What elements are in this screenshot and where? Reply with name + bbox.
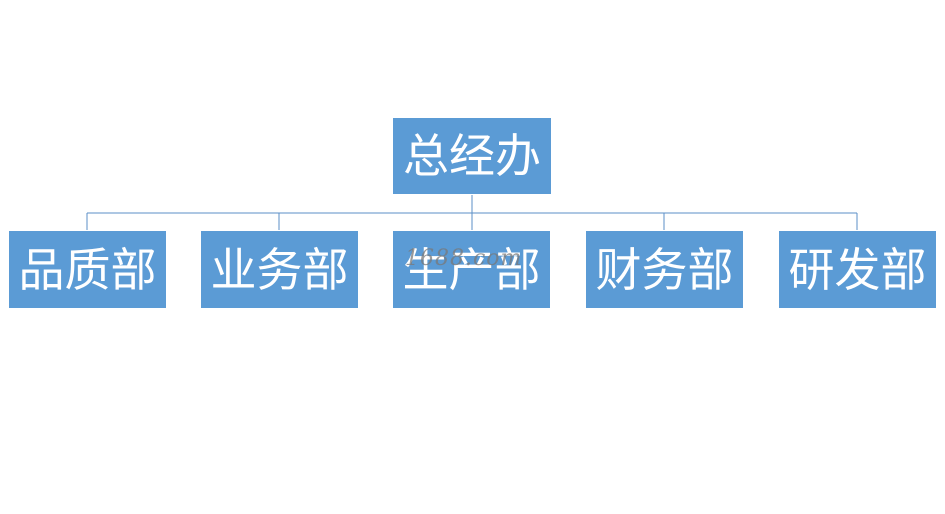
node-rnd-dept: 研发部 [778,230,937,309]
node-finance-dept: 财务部 [585,230,744,309]
node-general-office: 总经办 [392,117,552,195]
node-label: 生产部 [402,242,541,297]
node-label: 品质部 [18,242,157,297]
node-label: 研发部 [788,242,927,297]
node-production-dept: 生产部 [392,230,551,309]
node-label: 财务部 [595,242,734,297]
node-business-dept: 业务部 [200,230,359,309]
node-label: 总经办 [403,129,541,183]
node-label: 业务部 [210,242,349,297]
node-quality-dept: 品质部 [8,230,167,309]
